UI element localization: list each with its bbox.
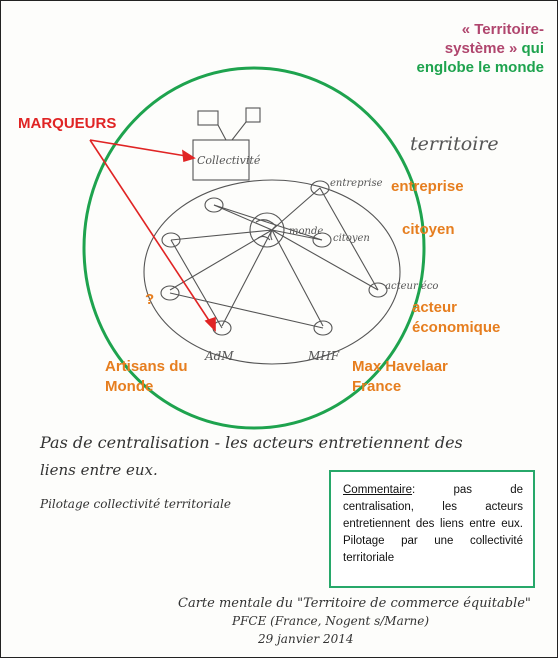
title-line-3: englobe le monde bbox=[416, 59, 544, 76]
title-line-2b: qui bbox=[521, 40, 545, 57]
arrow-to-collectivite bbox=[89, 139, 187, 157]
note-line-1: Pas de centralisation - les acteurs entr… bbox=[40, 433, 463, 452]
sketch-adm: AdM bbox=[204, 349, 234, 363]
node-citoyen bbox=[312, 232, 332, 248]
label-maxhav-1: Max Havelaar bbox=[352, 358, 448, 375]
territoire-systeme-circle bbox=[82, 66, 426, 430]
caption-line-2: PFCE (France, Nogent s/Marne) bbox=[232, 614, 429, 628]
sketch-citoyen: citoyen bbox=[333, 233, 370, 244]
node-top-left bbox=[204, 197, 224, 213]
flag-icon bbox=[197, 110, 219, 126]
node-entreprise bbox=[310, 180, 330, 196]
marqueurs-label: MARQUEURS bbox=[18, 115, 117, 132]
arrow-head-icon bbox=[182, 149, 196, 163]
label-artisans-1: Artisans du bbox=[105, 358, 188, 375]
label-question: ? bbox=[145, 291, 155, 308]
collectivite-box bbox=[192, 139, 250, 181]
monde-globe bbox=[249, 212, 285, 248]
node-acteur bbox=[368, 282, 388, 298]
commentaire-heading: Commentaire bbox=[343, 484, 413, 496]
caption-line-3: 29 janvier 2014 bbox=[258, 632, 354, 646]
arrow-to-adm bbox=[89, 139, 211, 323]
sketch-territoire: territoire bbox=[410, 133, 499, 155]
title-line-1: « Territoire- bbox=[461, 21, 544, 38]
title-line-2: système » qui bbox=[416, 39, 544, 58]
label-citoyen: citoyen bbox=[402, 221, 455, 238]
label-entreprise: entreprise bbox=[391, 178, 464, 195]
arrow-head-icon bbox=[204, 316, 216, 332]
title-line-2a: système » bbox=[444, 40, 518, 57]
node-mhf bbox=[313, 320, 333, 336]
flag-icon bbox=[245, 107, 261, 123]
node-question bbox=[160, 285, 180, 301]
sketch-collectivite: Collectivité bbox=[197, 154, 261, 167]
note-line-3: Pilotage collectivité territoriale bbox=[40, 497, 231, 511]
note-line-2: liens entre eux. bbox=[40, 461, 158, 479]
sketch-monde: monde bbox=[289, 226, 323, 237]
caption-line-1: Carte mentale du "Territoire de commerce… bbox=[178, 596, 531, 611]
label-acteur: acteur bbox=[412, 299, 458, 316]
commentaire-body: : pas de centralisation, les acteurs ent… bbox=[343, 484, 523, 564]
network-oval bbox=[143, 179, 401, 365]
label-maxhav-2: France bbox=[352, 378, 402, 395]
label-artisans-2: Monde bbox=[105, 378, 154, 395]
label-economique: économique bbox=[412, 319, 501, 336]
node-left bbox=[161, 232, 181, 248]
commentaire-box: Commentaire: pas de centralisation, les … bbox=[329, 470, 535, 588]
sketch-mhf: MHF bbox=[307, 349, 340, 363]
sketch-acteur-eco: acteur éco bbox=[385, 281, 438, 292]
sketch-entreprise: entreprise bbox=[330, 178, 383, 189]
territoire-systeme-title: « Territoire- système » qui englobe le m… bbox=[416, 20, 544, 77]
